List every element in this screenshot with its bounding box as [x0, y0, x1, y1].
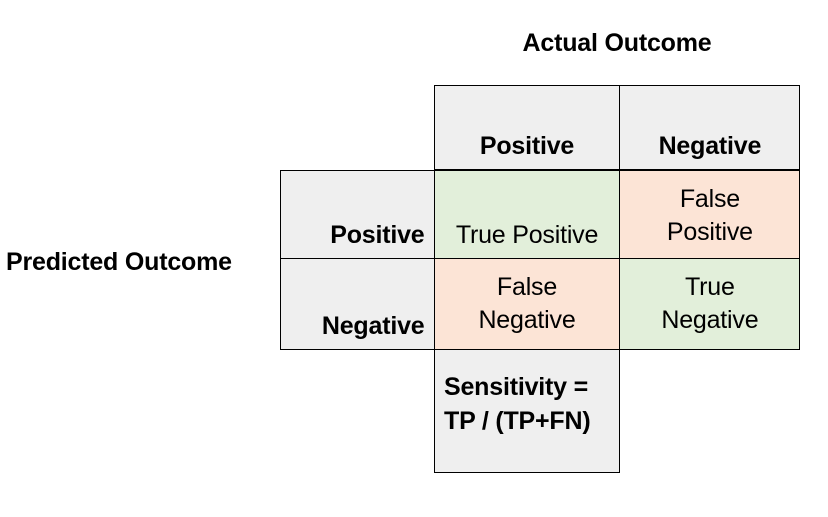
sensitivity-formula-line1: Sensitivity = — [444, 373, 588, 402]
cell-false-negative: False Negative — [434, 257, 620, 350]
row-header-negative: Negative — [280, 257, 435, 350]
predicted-outcome-title: Predicted Outcome — [6, 248, 232, 276]
actual-outcome-title: Actual Outcome — [522, 29, 712, 57]
cell-true-positive: True Positive — [434, 170, 620, 259]
cell-false-negative-label: False Negative — [478, 272, 576, 334]
column-header-negative: Negative — [619, 85, 801, 170]
cell-true-negative: True Negative — [619, 257, 801, 350]
column-header-negative-label: Negative — [658, 132, 762, 160]
cell-true-positive-label: True Positive — [455, 221, 599, 249]
cell-false-positive-label: False Positive — [666, 185, 753, 246]
column-header-positive: Positive — [434, 85, 620, 170]
cell-true-negative-label: True Negative — [661, 272, 759, 334]
row-header-positive: Positive — [280, 170, 435, 259]
sensitivity-formula-line2: TP / (TP+FN) — [444, 407, 591, 436]
row-header-negative-label: Negative — [321, 311, 425, 340]
column-header-positive-label: Positive — [479, 132, 575, 160]
sensitivity-formula-box: Sensitivity = TP / (TP+FN) — [434, 349, 620, 474]
row-header-positive-label: Positive — [330, 221, 425, 249]
cell-false-positive: False Positive — [619, 170, 801, 259]
